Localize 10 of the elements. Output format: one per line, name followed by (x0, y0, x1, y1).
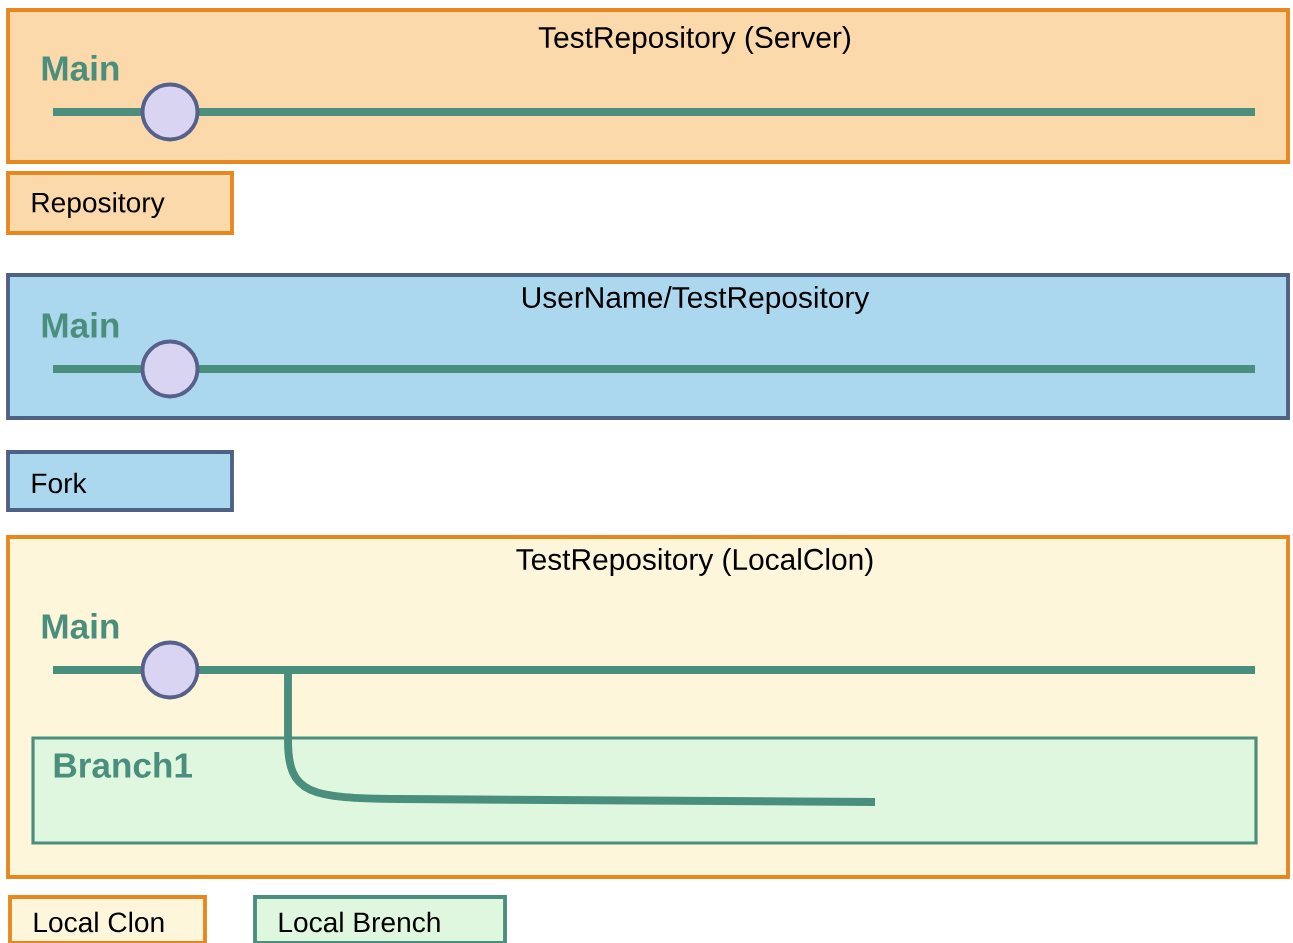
legend-box: Fork (6, 450, 234, 512)
repository-box: UserName/TestRepository Main (6, 273, 1290, 420)
legend-box: Local Brench (253, 895, 507, 943)
commit-circle (140, 640, 200, 700)
legend-box: Local Clon (8, 895, 207, 943)
branch-box: Branch1 (31, 736, 1258, 845)
commit-circle (140, 339, 200, 399)
repository-box: TestRepository (Server) Main (6, 8, 1290, 164)
commit-circle (140, 82, 200, 142)
legend-box: Repository (6, 171, 234, 235)
